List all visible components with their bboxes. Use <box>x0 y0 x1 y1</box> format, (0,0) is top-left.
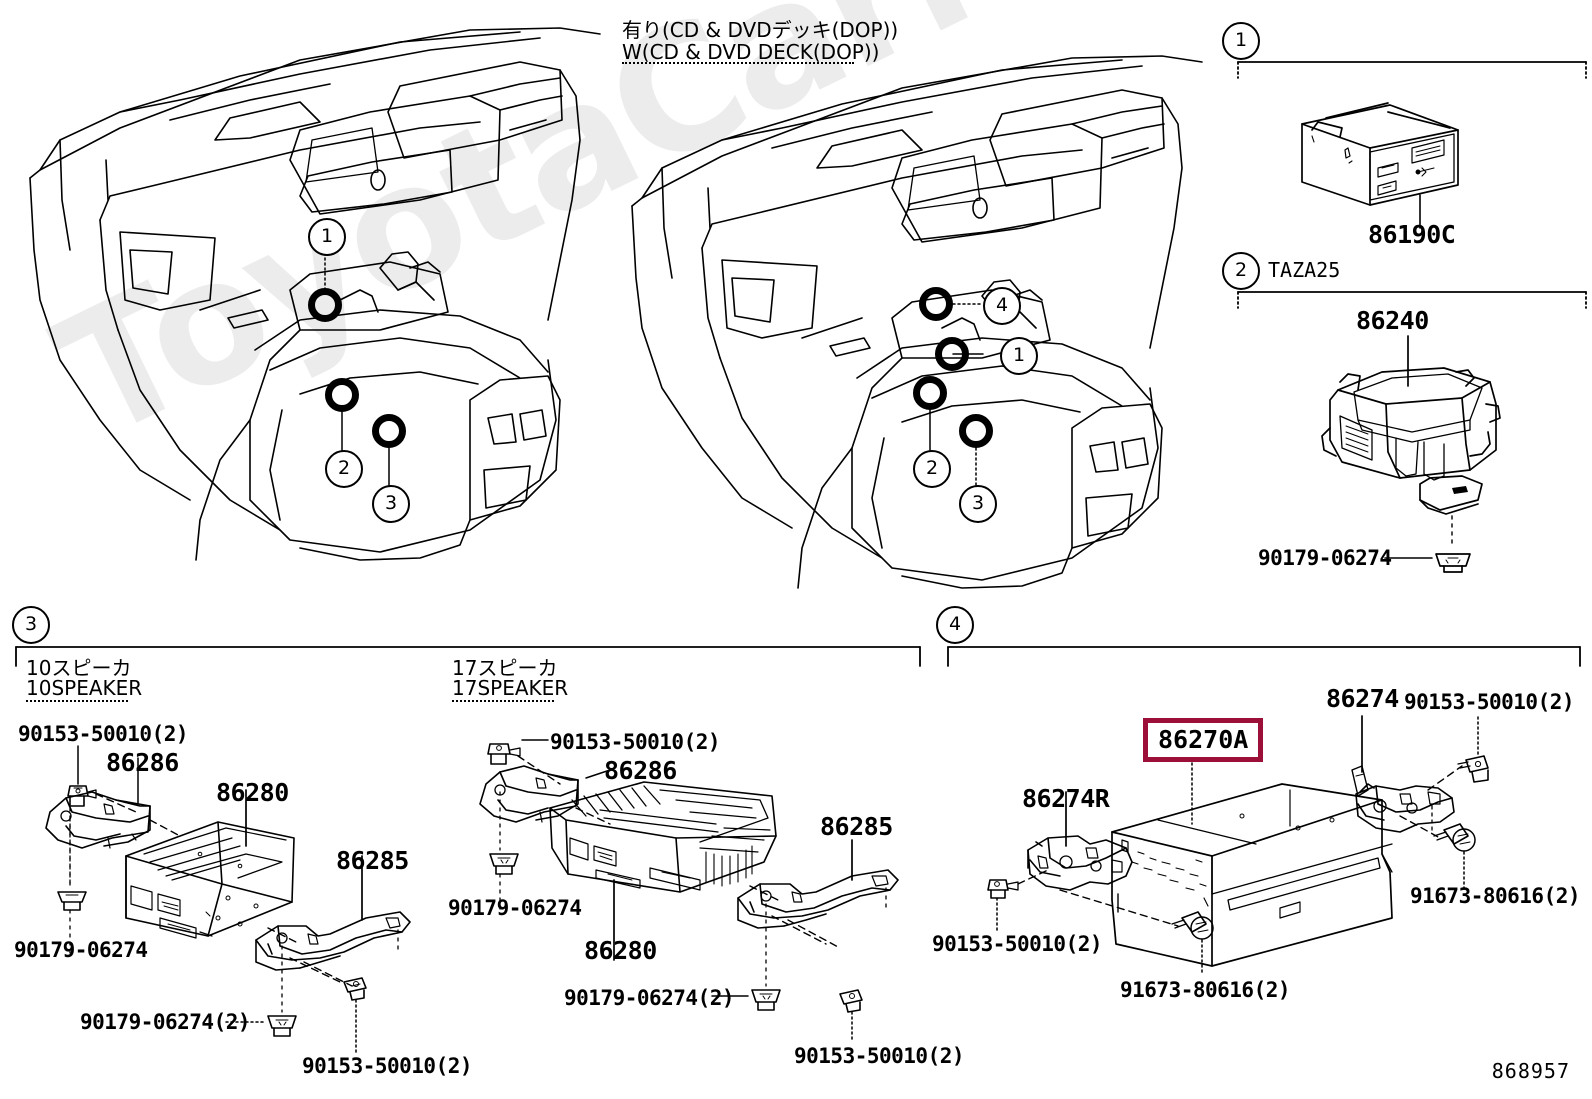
diagram-footer-number: 868957 <box>1491 1059 1570 1083</box>
callout-right-1[interactable]: 1 <box>1000 337 1038 375</box>
part-label-91673-80616-p4-b[interactable]: 91673-80616(2) <box>1120 978 1291 1002</box>
part-label-86285-10sp[interactable]: 86285 <box>336 846 409 875</box>
callout-left-2[interactable]: 2 <box>325 450 363 488</box>
callout-right-3[interactable]: 3 <box>959 485 997 523</box>
part-label-90153-50010-p4-bl[interactable]: 90153-50010(2) <box>932 932 1103 956</box>
group-10speaker-jp: 10スピーカ <box>26 656 132 680</box>
panel-1-callout[interactable]: 1 <box>1222 22 1260 60</box>
part-86270a-artwork <box>1111 757 1393 967</box>
callout-target-left-3 <box>372 414 406 448</box>
panel-2-callout[interactable]: 2 <box>1222 252 1260 290</box>
part-label-86274[interactable]: 86274 <box>1326 684 1399 713</box>
part-86190c-artwork <box>1301 102 1459 229</box>
callout-target-left-1 <box>308 288 342 322</box>
group-17speaker-underline <box>452 700 554 702</box>
part-label-86285-17sp[interactable]: 86285 <box>820 812 893 841</box>
part-label-90179-06274-2-17sp[interactable]: 90179-06274(2) <box>564 986 735 1010</box>
callout-right-4[interactable]: 4 <box>983 287 1021 325</box>
panel-4-callout[interactable]: 4 <box>936 606 974 644</box>
part-label-90153-50010-10sp-tl[interactable]: 90153-50010(2) <box>18 722 189 746</box>
part-label-90153-50010-10sp-br[interactable]: 90153-50010(2) <box>302 1054 473 1078</box>
panel-1-frame <box>1237 61 1587 79</box>
callout-left-1[interactable]: 1 <box>308 218 346 256</box>
group-10speaker-underline <box>26 700 128 702</box>
part-86240-artwork <box>1321 335 1501 573</box>
part-label-91673-80616-p4-r[interactable]: 91673-80616(2) <box>1410 884 1581 908</box>
dashboard-left-artwork <box>29 27 601 561</box>
panel-4-frame <box>947 646 1581 667</box>
callout-target-right-2 <box>913 376 947 410</box>
part-label-90179-06274-p2[interactable]: 90179-06274 <box>1258 546 1392 570</box>
dashboard-right-artwork <box>631 55 1203 589</box>
part-label-86286-17sp[interactable]: 86286 <box>604 756 677 785</box>
callout-leaders-left <box>324 252 390 486</box>
part-label-86286-10sp[interactable]: 86286 <box>106 748 179 777</box>
callout-target-right-4 <box>919 287 953 321</box>
panel-2-frame <box>1237 291 1587 309</box>
panel-3-callout[interactable]: 3 <box>12 606 50 644</box>
part-label-86240[interactable]: 86240 <box>1356 306 1429 335</box>
top-header-jp: 有り(CD & DVDデッキ(DOP)) <box>622 18 899 42</box>
callout-target-left-2 <box>325 378 359 412</box>
part-86274r-artwork <box>987 791 1214 973</box>
part-label-86274r[interactable]: 86274R <box>1022 784 1110 813</box>
part-86274-artwork <box>1351 713 1489 891</box>
callout-left-3[interactable]: 3 <box>372 485 410 523</box>
callout-right-2[interactable]: 2 <box>913 450 951 488</box>
part-group-17speaker-artwork <box>479 739 899 1043</box>
group-17speaker-en: 17SPEAKER <box>452 676 569 700</box>
part-label-86190c[interactable]: 86190C <box>1368 220 1456 249</box>
part-label-90179-06274-10sp-l[interactable]: 90179-06274 <box>14 938 148 962</box>
panel-2-title: TAZA25 <box>1268 258 1341 282</box>
top-header-underline <box>622 62 854 64</box>
callout-target-right-3 <box>959 414 993 448</box>
group-10speaker-en: 10SPEAKER <box>26 676 143 700</box>
part-label-90153-50010-p4-tr[interactable]: 90153-50010(2) <box>1404 690 1575 714</box>
group-17speaker-jp: 17スピーカ <box>452 656 558 680</box>
part-label-86280-10sp[interactable]: 86280 <box>216 778 289 807</box>
part-label-86270a-highlighted[interactable]: 86270A <box>1143 718 1264 762</box>
top-header-en: W(CD & DVD DECK(DOP)) <box>622 40 880 64</box>
part-label-90179-06274-2-10sp[interactable]: 90179-06274(2) <box>80 1010 251 1034</box>
part-group-10speaker-artwork <box>45 745 411 1053</box>
callout-target-right-1 <box>935 337 969 371</box>
part-label-90153-50010-17sp-tl[interactable]: 90153-50010(2) <box>550 730 721 754</box>
part-label-90179-06274-17sp-l[interactable]: 90179-06274 <box>448 896 582 920</box>
panel-3-frame <box>15 646 921 667</box>
part-label-86280-17sp[interactable]: 86280 <box>584 936 657 965</box>
part-label-90153-50010-17sp-br[interactable]: 90153-50010(2) <box>794 1044 965 1068</box>
